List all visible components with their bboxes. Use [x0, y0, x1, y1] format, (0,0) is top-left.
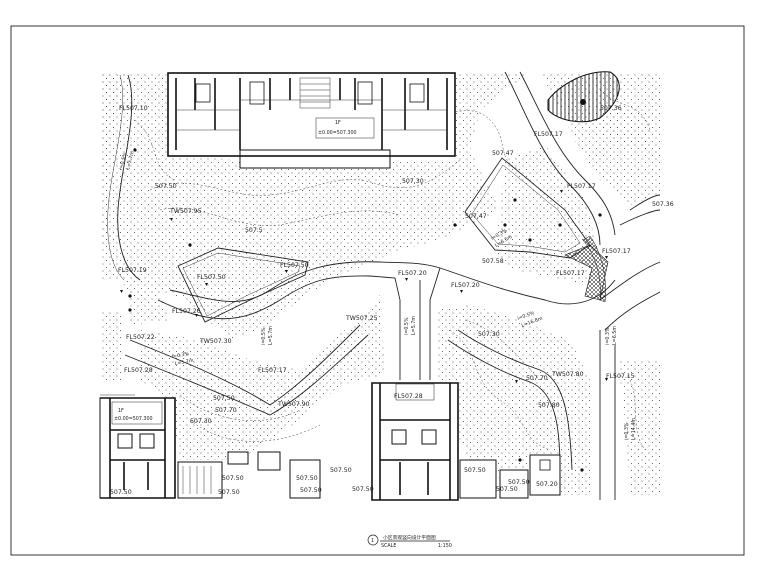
elevation-labels: FL507.10 507.50 TW507.95 507.5 FL507.19 …	[110, 105, 674, 496]
level-label: 507.5	[245, 227, 263, 234]
level-label: TW507.90	[277, 401, 310, 408]
slope-label: L=5.7m	[174, 358, 194, 367]
level-label: 507.36	[600, 105, 622, 112]
level-label: TW507.95	[169, 208, 202, 215]
level-label: 507.58	[482, 258, 504, 265]
scale-label: SCALE	[381, 543, 396, 549]
slope-label: i=0.5%	[261, 327, 267, 345]
level-label: FL507.17	[602, 248, 631, 255]
raised-planter-inner	[471, 164, 581, 253]
feature-lawn	[547, 71, 620, 123]
slope-label: i=0.3%	[605, 327, 611, 345]
shrubs	[128, 148, 602, 472]
edging-strip	[582, 235, 606, 303]
level-label: FL507.17	[258, 367, 287, 374]
level-label: 507.50	[464, 467, 486, 474]
slope-label: L=5.7m	[411, 316, 417, 335]
level-label: 507.30	[478, 331, 500, 338]
level-label: FL507.50	[197, 274, 226, 281]
level-label: 507.70	[526, 375, 548, 382]
level-label: 507.50	[110, 489, 132, 496]
feature-tree	[580, 99, 586, 105]
level-label: 507.50	[222, 475, 244, 482]
south-central-building	[371, 382, 561, 501]
scale-value: 1:150	[438, 543, 452, 549]
level-label: FL507.17	[567, 183, 596, 190]
drawing-number: 1	[371, 538, 374, 544]
level-label: 507.30	[190, 418, 212, 425]
level-label: 507.47	[465, 213, 487, 220]
north-building-level: ±0.00=507.300	[318, 130, 357, 136]
level-label: FL507.19	[118, 267, 147, 274]
central-planter	[177, 247, 309, 323]
level-label: 507.50	[296, 475, 318, 482]
level-label: FL507.10	[119, 105, 148, 112]
level-label: FL507.22	[126, 334, 155, 341]
slope-label: L=14.4m	[631, 418, 637, 440]
level-label: 507.50	[496, 486, 518, 493]
level-label: 507.70	[215, 407, 237, 414]
slope-label: L=6.5m	[612, 326, 618, 345]
level-label: FL507.17	[534, 131, 563, 138]
slope-label: i=0.5%	[118, 152, 128, 171]
level-label: 507.50	[213, 395, 235, 402]
slope-label: i=0.3%	[624, 422, 630, 440]
north-building-unit: 1F	[335, 120, 341, 126]
level-label: 507.50	[155, 183, 177, 190]
level-label: FL507.50	[280, 262, 309, 269]
planting-areas	[100, 72, 660, 495]
level-label: FL507.20	[398, 270, 427, 277]
north-building	[167, 72, 456, 169]
slope-label: i=0.5%	[404, 317, 410, 335]
slope-label: i=0.3%	[171, 351, 190, 360]
level-label: FL507.28	[124, 367, 153, 374]
level-label: 507.50	[218, 489, 240, 496]
slope-label: L=5.7m	[268, 326, 274, 345]
level-label: FL507.17	[556, 270, 585, 277]
level-label: TW507.80	[551, 371, 584, 378]
drawing-number-circle	[367, 534, 379, 546]
level-label: 507.20	[536, 481, 558, 488]
level-label: 507.80	[538, 402, 560, 409]
drawing-title: 小区景观竖向设计平面图	[383, 534, 436, 541]
level-label: FL507.26	[172, 308, 201, 315]
level-label: 507.30	[402, 178, 424, 185]
slope-label: i=0.5%	[517, 310, 536, 322]
level-label: FL507.28	[394, 393, 423, 400]
level-label: 507.36	[652, 201, 674, 208]
level-label: 507.50	[352, 486, 374, 493]
level-label: 507.50	[300, 487, 322, 494]
level-label: 507.47	[492, 150, 514, 157]
contour-lines	[134, 89, 651, 451]
slope-label: L=5.7m	[125, 150, 136, 170]
level-label: FL507.20	[451, 282, 480, 289]
title-block: 1 小区景观竖向设计平面图 SCALE 1:150	[367, 534, 452, 549]
level-label: FL507.15	[606, 373, 635, 380]
level-label: 507.50	[508, 479, 530, 486]
south-west-building	[99, 397, 321, 499]
level-label: TW507.30	[199, 338, 232, 345]
central-planter-inner	[182, 252, 301, 317]
sheet-frame	[10, 25, 745, 556]
sw-building-level: ±0.00=507.300	[114, 416, 153, 422]
level-label: TW507.25	[345, 315, 378, 322]
sw-building-unit: 1F	[118, 408, 124, 414]
level-label: 507.50	[330, 467, 352, 474]
